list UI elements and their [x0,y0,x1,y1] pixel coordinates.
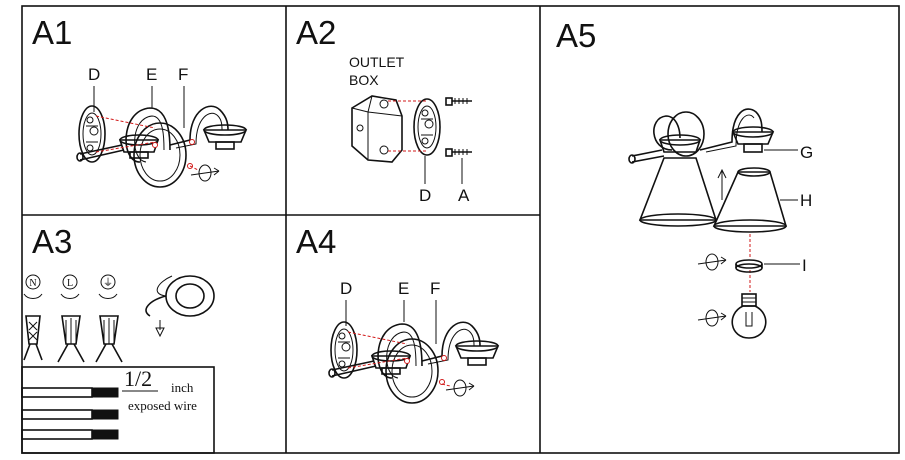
shade-part [712,167,788,233]
rotate-arrow-icon-bulb [697,309,727,327]
exposed-wire-note: exposed wire [128,398,197,413]
wire-strip-diagram [21,387,158,440]
panel-a5-label: A5 [556,17,596,54]
part-label-d: D [88,65,100,84]
panel-a3-label: A3 [32,223,72,260]
outlet-box-label-line2: BOX [349,72,379,88]
up-arrow-icon [717,168,727,200]
wire-symbol-live: L [60,274,80,299]
strip-length-fraction: 1/2 [124,366,152,391]
part-label-g: G [800,143,813,162]
svg-text:N: N [29,278,36,289]
rotate-arrow-icon-ring [697,253,727,271]
sheet-frame [21,5,900,454]
panel-a4-label: A4 [296,223,336,260]
panel-a1-label: A1 [32,14,72,51]
wire-symbol-neutral: N [23,274,43,299]
panel-a2: A2 OUTLET BOX D A [296,14,472,205]
part-label-e-a4: E [398,279,409,298]
rotate-arrow-icon [190,164,220,182]
part-label-f-a4: F [430,279,440,298]
wire-nut-3 [95,315,123,363]
panel-a1: A1 D E F [32,14,247,188]
rotate-arrow-icon-a4 [445,379,475,397]
panel-a3: A3 N L ⏚ [21,223,215,454]
panel-a5: A5 G H [556,17,813,339]
part-label-a: A [458,186,470,205]
light-bulb-icon [731,293,767,339]
strip-length-unit: inch [171,380,194,395]
wire-nut-1 [23,315,43,361]
part-label-i: I [802,256,807,275]
part-label-d-a4: D [340,279,352,298]
panel-a4: A4 D E F [296,223,499,404]
screw-bottom [445,148,472,157]
part-label-d-a2: D [419,186,431,205]
svg-text:⏚: ⏚ [103,277,113,289]
screw-top [445,97,472,106]
wire-nut-2 [57,315,85,363]
outlet-box-label-line1: OUTLET [349,54,405,70]
mounting-plate-a2 [413,98,441,156]
outlet-box [351,95,403,163]
part-label-f: F [178,65,188,84]
part-label-e: E [146,65,157,84]
panel-a2-label: A2 [296,14,336,51]
part-label-h: H [800,191,812,210]
wire-symbol-ground: ⏚ [98,274,118,299]
assembled-fixture [628,108,775,227]
shade-ring [735,259,763,273]
tape-roll-icon [145,275,215,338]
svg-text:L: L [67,278,73,289]
